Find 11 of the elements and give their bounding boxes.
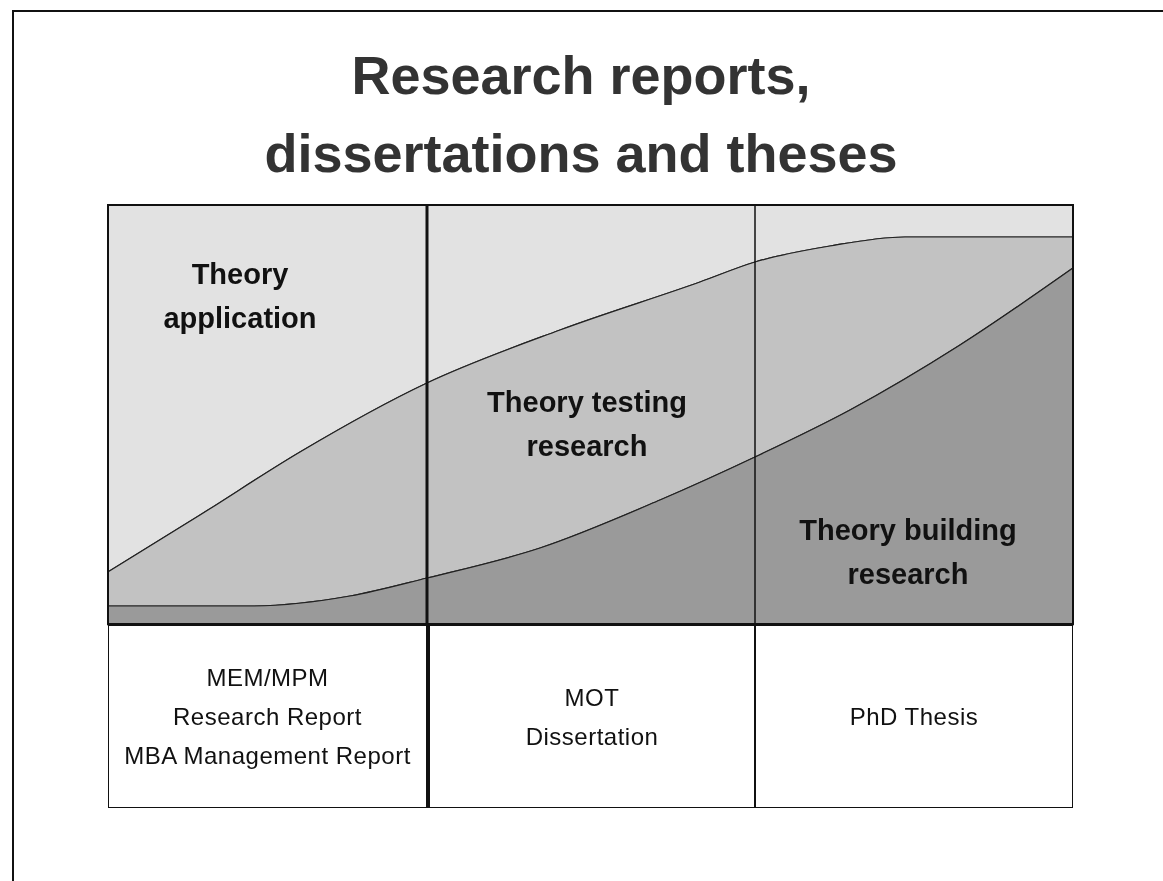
degree-label: PhD Thesis bbox=[848, 702, 980, 732]
area-label: Theory testing research bbox=[486, 385, 688, 464]
area-label: Theory application bbox=[162, 257, 318, 336]
title: Research reports, dissertations and theses bbox=[263, 44, 899, 185]
area-label: Theory building research bbox=[798, 513, 1018, 592]
table-cell bbox=[755, 625, 1073, 808]
degree-label: MBA Management Report bbox=[123, 741, 412, 771]
degree-label: MOT Dissertation bbox=[524, 682, 660, 752]
table-cell bbox=[108, 625, 427, 808]
degree-label: MEM/MPM Research Report bbox=[172, 663, 363, 732]
table-cell bbox=[427, 625, 755, 808]
